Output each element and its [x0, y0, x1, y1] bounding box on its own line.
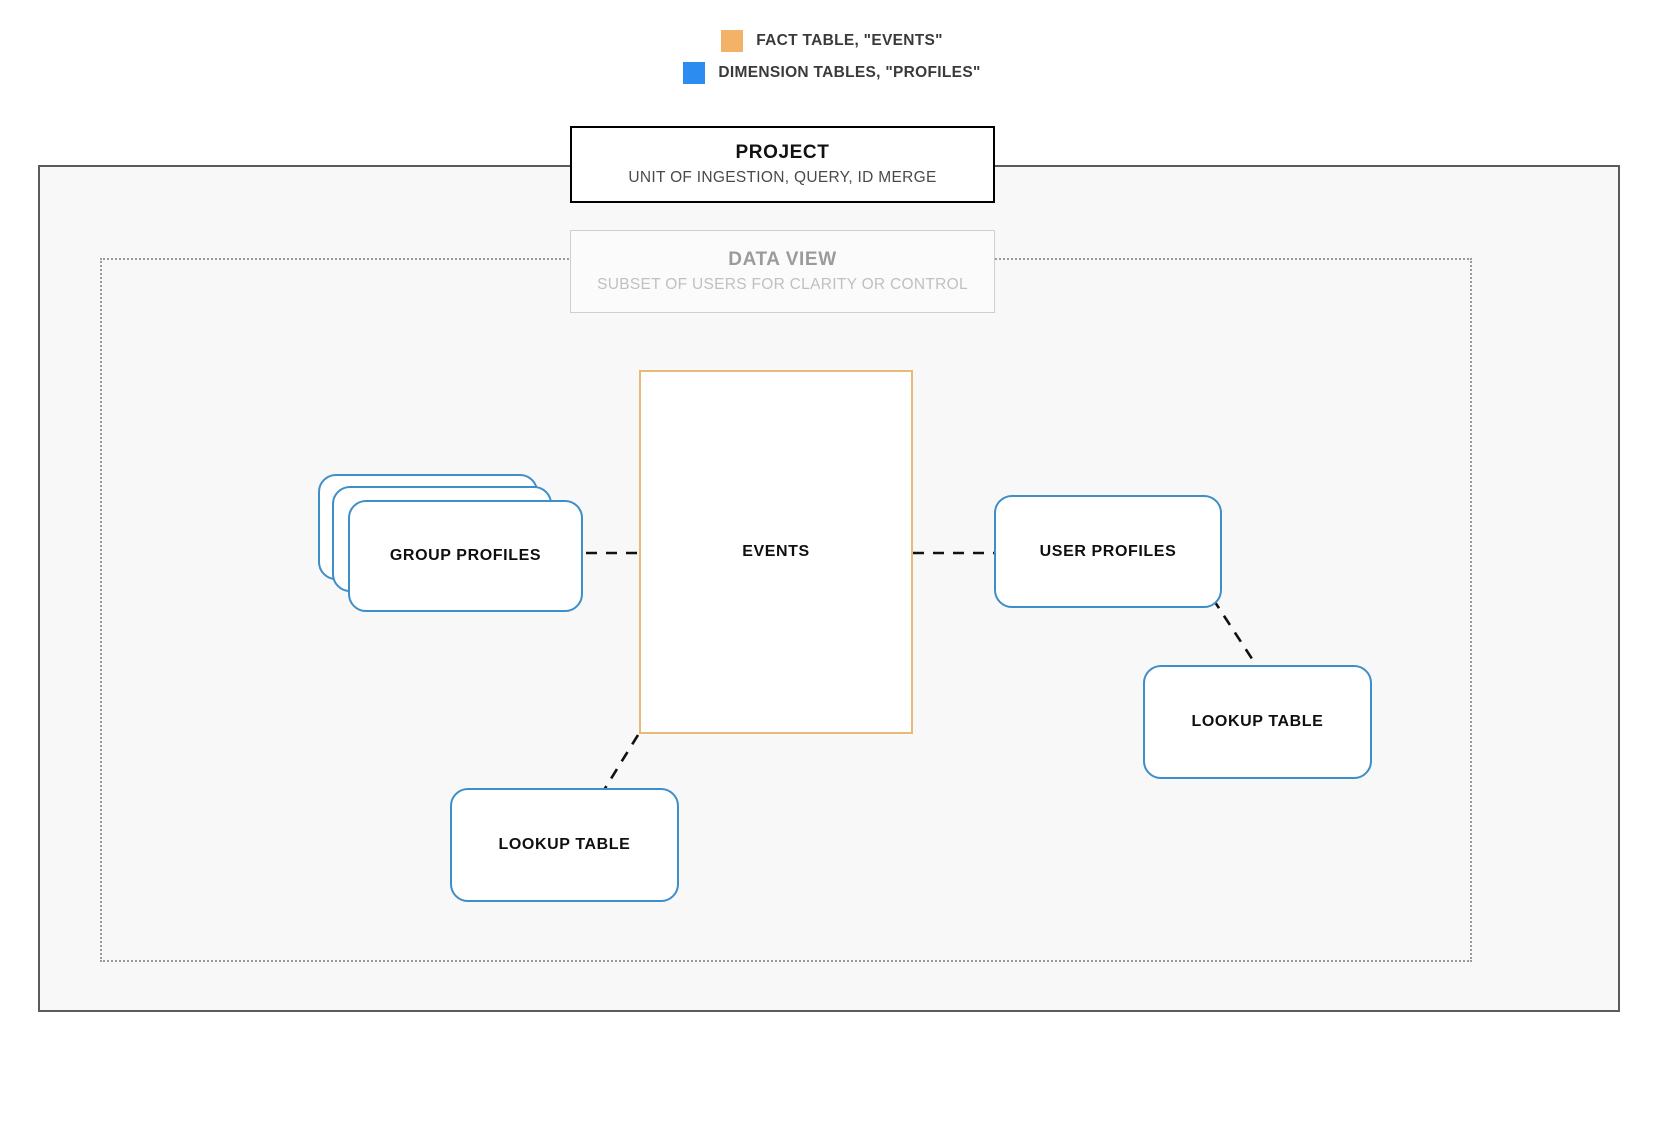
data-view-card: DATA VIEW SUBSET OF USERS FOR CLARITY OR… — [570, 230, 995, 313]
data-view-subtitle: SUBSET OF USERS FOR CLARITY OR CONTROL — [597, 276, 968, 293]
project-subtitle: UNIT OF INGESTION, QUERY, ID MERGE — [628, 169, 937, 186]
lookup-table-right-box: LOOKUP TABLE — [1143, 665, 1372, 779]
user-profiles-box: USER PROFILES — [994, 495, 1222, 608]
group-profiles-stack-card-front: GROUP PROFILES — [348, 500, 583, 612]
legend-label-dimension-tables: DIMENSION TABLES, "PROFILES" — [718, 64, 981, 81]
lookup-table-right-label: LOOKUP TABLE — [1191, 713, 1324, 730]
orange-square-swatch — [721, 30, 744, 52]
user-profiles-label: USER PROFILES — [1039, 542, 1177, 560]
group-profiles-stack: GROUP PROFILES — [318, 474, 583, 612]
project-card: PROJECT UNIT OF INGESTION, QUERY, ID MER… — [570, 126, 995, 203]
data-view-title: DATA VIEW — [728, 249, 837, 270]
fact-table-events-label: EVENTS — [742, 543, 810, 560]
lookup-table-bottom-label: LOOKUP TABLE — [498, 836, 631, 853]
legend-item-fact-table: FACT TABLE, "EVENTS" — [721, 30, 943, 52]
legend-item-dimension-tables: DIMENSION TABLES, "PROFILES" — [683, 62, 980, 84]
fact-table-events: EVENTS — [639, 370, 913, 734]
blue-square-swatch — [683, 62, 706, 84]
project-title: PROJECT — [735, 142, 830, 163]
legend: FACT TABLE, "EVENTS" DIMENSION TABLES, "… — [0, 30, 1664, 84]
legend-label-fact-table: FACT TABLE, "EVENTS" — [756, 32, 943, 49]
group-profiles-label: GROUP PROFILES — [389, 547, 542, 564]
lookup-table-bottom-box: LOOKUP TABLE — [450, 788, 679, 902]
